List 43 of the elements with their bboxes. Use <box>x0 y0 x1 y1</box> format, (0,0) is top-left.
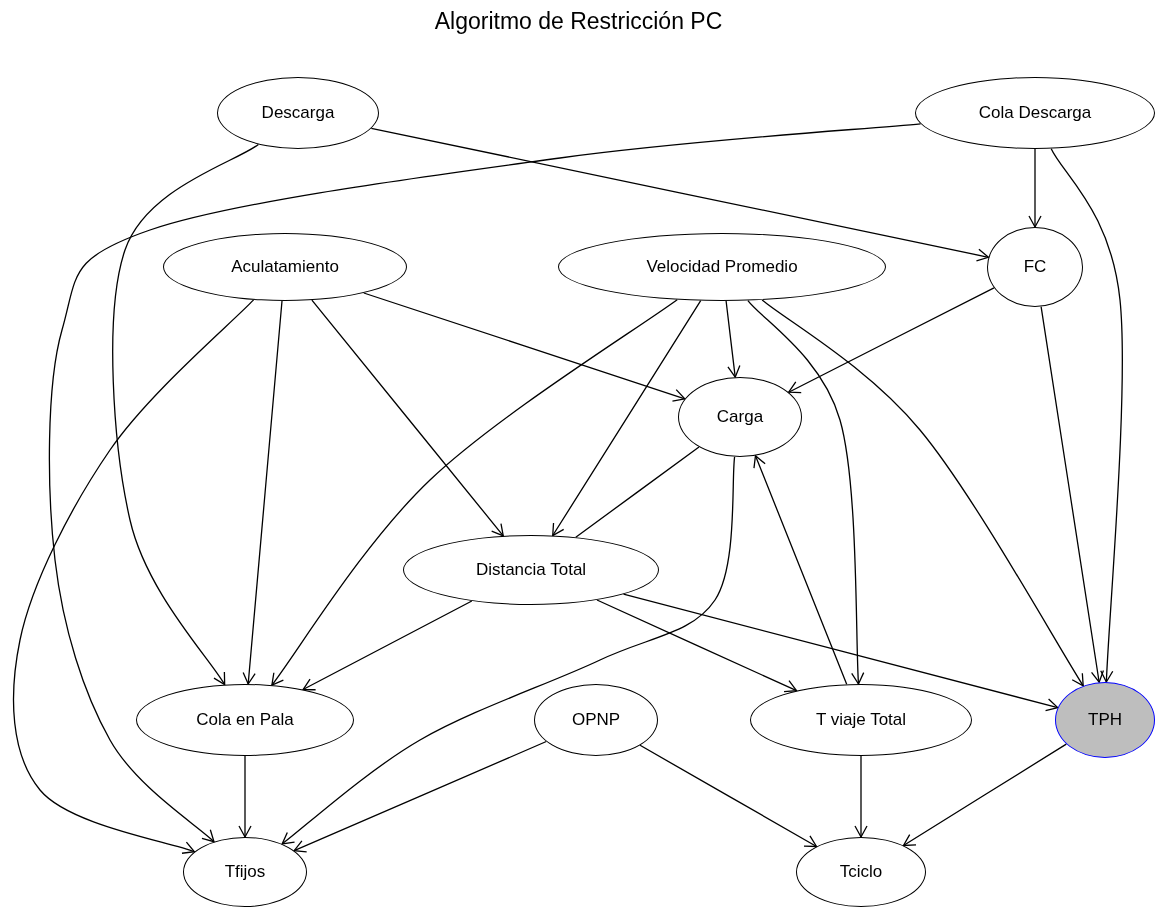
arrow <box>48 123 922 843</box>
arrow <box>761 299 1084 687</box>
node-label: Tfijos <box>224 862 266 882</box>
arrow <box>302 600 473 691</box>
diagram-title: Algoritmo de Restricción PC <box>434 8 723 34</box>
ellipse-node <box>183 837 307 907</box>
arrow <box>639 744 818 848</box>
node-label: OPNP <box>571 710 621 730</box>
arrow <box>725 300 741 378</box>
arrow <box>12 299 255 855</box>
arrow <box>622 593 1059 712</box>
connector-line <box>575 446 700 538</box>
node-label: TPH <box>1088 710 1122 730</box>
node-label: T viaje Total <box>815 710 907 730</box>
node-label: Distancia Total <box>475 560 587 580</box>
arrow <box>902 743 1067 847</box>
arrow <box>1050 148 1123 683</box>
arrow <box>1040 306 1105 683</box>
arrow <box>271 299 678 686</box>
arrow <box>112 143 260 686</box>
node-label: Tciclo <box>839 862 883 882</box>
arrow <box>238 755 252 838</box>
node-label: Aculatamiento <box>231 257 339 277</box>
node-label: Descarga <box>261 103 335 123</box>
ellipse-node <box>534 684 658 756</box>
arrow <box>242 300 283 685</box>
arrow <box>281 456 736 845</box>
arrow <box>552 300 702 537</box>
node-label: Carga <box>716 407 764 427</box>
node-label: Cola Descarga <box>978 103 1092 123</box>
arrow <box>747 299 865 685</box>
arrow <box>854 755 868 838</box>
node-label: Velocidad Promedio <box>646 257 798 277</box>
arrow <box>311 299 504 537</box>
arrow <box>753 455 848 685</box>
node-label: FC <box>1023 257 1047 277</box>
arrow <box>1028 148 1042 228</box>
arrow <box>293 740 547 853</box>
node-label: Cola en Pala <box>196 710 294 730</box>
arrow <box>370 127 990 262</box>
arrow <box>596 599 798 693</box>
arrow <box>363 292 686 402</box>
arrow <box>788 287 995 394</box>
